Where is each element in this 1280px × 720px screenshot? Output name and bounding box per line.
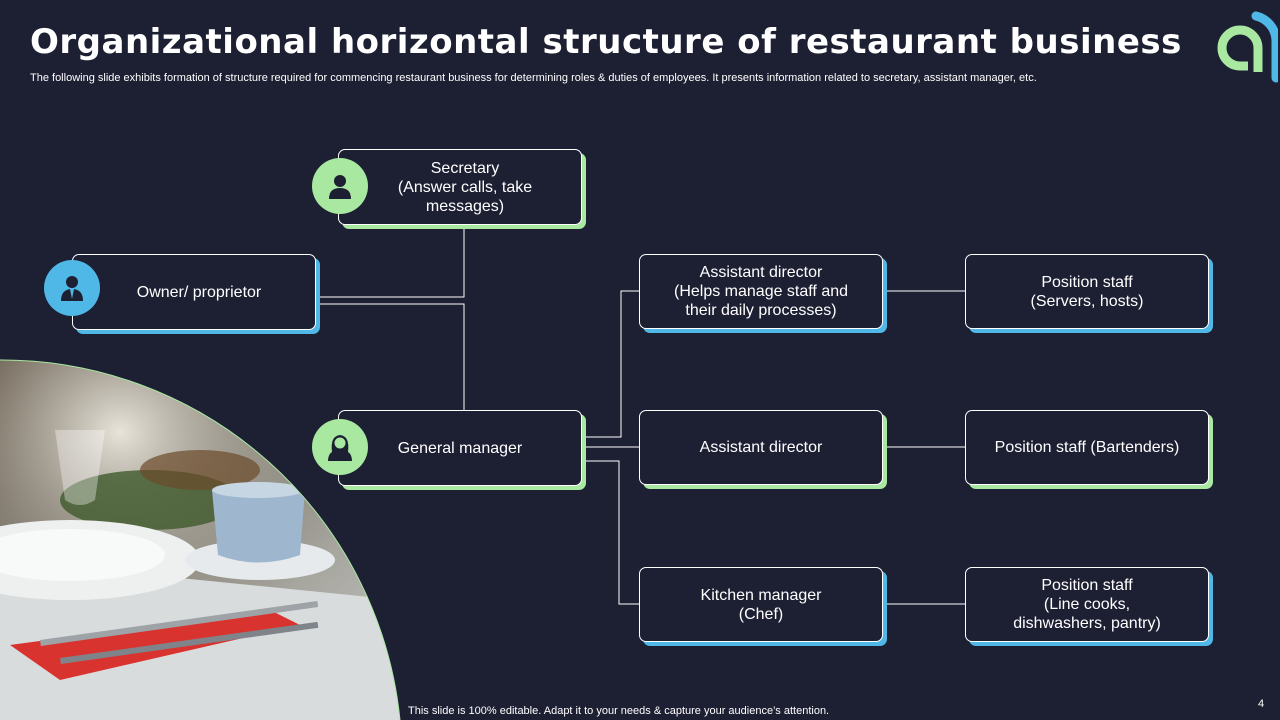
woman-icon xyxy=(328,435,352,461)
kitchen-manager-box: Kitchen manager (Chef) xyxy=(639,567,883,642)
general-manager-avatar xyxy=(312,419,368,475)
person-icon xyxy=(329,175,351,199)
slide-title: Organizational horizontal structure of r… xyxy=(30,22,1182,62)
kitchen-manager-label: Kitchen manager (Chef) xyxy=(700,586,822,623)
position-staff-3-label: Position staff (Line cooks, dishwashers,… xyxy=(1013,577,1161,632)
secretary-label: Secretary (Answer calls, take messages) xyxy=(397,159,533,215)
general-manager-label: General manager xyxy=(397,439,523,457)
assistant-director-1-box: Assistant director (Helps manage staff a… xyxy=(639,254,883,329)
owner-label: Owner/ proprietor xyxy=(136,283,262,301)
brand-logo-icon xyxy=(1217,11,1278,83)
assistant-director-1-label: Assistant director (Helps manage staff a… xyxy=(673,264,849,319)
owner-avatar xyxy=(44,260,100,316)
general-manager-box: General manager xyxy=(338,410,582,486)
secretary-box: Secretary (Answer calls, take messages) xyxy=(338,149,582,225)
slide-footer: This slide is 100% editable. Adapt it to… xyxy=(408,705,830,717)
position-staff-3-box: Position staff (Line cooks, dishwashers,… xyxy=(965,567,1209,642)
secretary-avatar xyxy=(312,158,368,214)
page-number: 4 xyxy=(1258,698,1265,710)
position-staff-2-box: Position staff (Bartenders) xyxy=(965,410,1209,485)
position-staff-2-label: Position staff (Bartenders) xyxy=(994,439,1180,456)
assistant-director-2-label: Assistant director xyxy=(699,439,823,456)
position-staff-1-box: Position staff (Servers, hosts) xyxy=(965,254,1209,329)
assistant-director-2-box: Assistant director xyxy=(639,410,883,485)
owner-box: Owner/ proprietor xyxy=(72,254,316,330)
slide-subtitle: The following slide exhibits formation o… xyxy=(30,72,1037,84)
businessman-icon xyxy=(61,276,83,301)
position-staff-1-label: Position staff (Servers, hosts) xyxy=(1030,273,1144,310)
